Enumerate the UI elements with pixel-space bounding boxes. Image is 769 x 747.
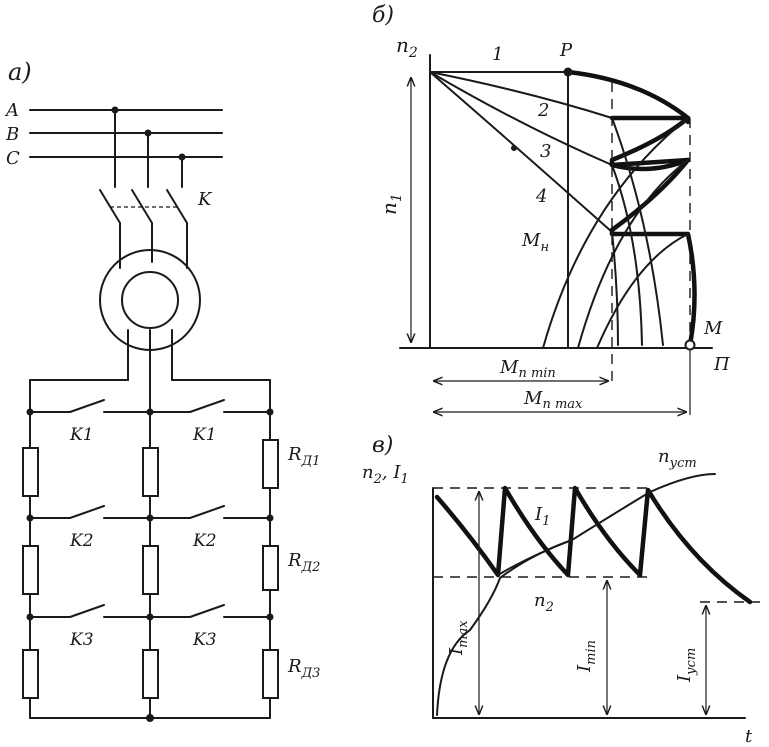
panel-a-circuit: a) A B C K bbox=[4, 58, 320, 722]
panel-b-speed-torque: б) n2 П n1 bbox=[372, 3, 730, 415]
time-diagram-y-label: n2, I1 bbox=[362, 462, 409, 487]
characteristic-4-extension bbox=[611, 231, 619, 346]
resistor bbox=[22, 545, 39, 595]
mn-label: Mн bbox=[521, 230, 549, 255]
characteristic-2 bbox=[429, 71, 613, 119]
resistor bbox=[262, 649, 279, 699]
contact-row-3: K3 K3 bbox=[29, 604, 271, 650]
characteristic-1-bold bbox=[565, 69, 691, 125]
switch-label-k: K bbox=[197, 189, 213, 210]
resistor bbox=[262, 439, 279, 489]
curve-label-2: 2 bbox=[537, 100, 549, 121]
contact-label-k1-left: K1 bbox=[69, 425, 94, 445]
time-axis-label: t bbox=[745, 726, 753, 747]
phase-label-b: B bbox=[5, 124, 19, 145]
nust-label: nуст bbox=[658, 446, 697, 471]
panel-a-label: a) bbox=[8, 58, 32, 86]
resistor bbox=[22, 447, 39, 497]
phase-label-a: A bbox=[4, 100, 19, 121]
n2-label: n2 bbox=[534, 590, 554, 615]
contact-row-2: K2 K2 bbox=[29, 505, 271, 551]
characteristic-3 bbox=[429, 71, 613, 166]
resistor bbox=[142, 447, 159, 497]
resistor bbox=[262, 545, 279, 591]
contact-label-k3-right: K3 bbox=[192, 630, 217, 650]
contact-label-k2-right: K2 bbox=[192, 531, 217, 551]
current-curve bbox=[434, 485, 753, 605]
imax-label: Imax bbox=[446, 620, 471, 656]
contact-label-k1-right: K1 bbox=[192, 425, 217, 445]
curve-label-1: 1 bbox=[492, 44, 503, 65]
mmax-label: Mп max bbox=[523, 388, 583, 412]
n1-label: n1 bbox=[377, 193, 405, 215]
resistor bbox=[22, 649, 39, 699]
torque-axis-end-label: П bbox=[713, 354, 730, 375]
curve-label-4: 4 bbox=[535, 186, 547, 207]
contact-row-1: K1 K1 bbox=[29, 399, 271, 445]
characteristic-4 bbox=[429, 71, 613, 233]
contact-label-k3-left: K3 bbox=[69, 630, 94, 650]
point-m-dot bbox=[684, 339, 696, 351]
resistor-label-rd1: RД1 bbox=[287, 444, 320, 469]
iust-label: Iуст bbox=[674, 648, 699, 683]
resistor-label-rd2: RД2 bbox=[287, 550, 320, 575]
phase-label-c: C bbox=[6, 148, 20, 169]
panel-b-label: б) bbox=[372, 3, 394, 28]
point-p-dot bbox=[563, 67, 573, 77]
panel-v-label: в) bbox=[372, 433, 393, 458]
mmin-label: Mп min bbox=[499, 357, 556, 381]
main-switch: K bbox=[99, 189, 213, 224]
resistors bbox=[22, 439, 279, 699]
resistor-label-rd3: RД3 bbox=[287, 656, 320, 681]
i1-label: I1 bbox=[534, 504, 550, 529]
curve-label-3: 3 bbox=[540, 141, 551, 162]
resistor bbox=[142, 649, 159, 699]
resistor bbox=[142, 545, 159, 595]
point-p-label: P bbox=[559, 40, 573, 61]
speed-axis-label: n2 bbox=[396, 33, 418, 61]
characteristic-3-extension bbox=[611, 164, 643, 346]
switching-path bbox=[609, 115, 697, 348]
contact-label-k2-left: K2 bbox=[69, 531, 94, 551]
characteristic-2-extension bbox=[611, 117, 664, 346]
panel-v-time-diagram: в) t n2, I1 nуст I1 n2 Imax Imin Iуст bbox=[362, 433, 760, 747]
imin-label: Imin bbox=[574, 640, 599, 673]
point-m-label: M bbox=[703, 318, 723, 339]
